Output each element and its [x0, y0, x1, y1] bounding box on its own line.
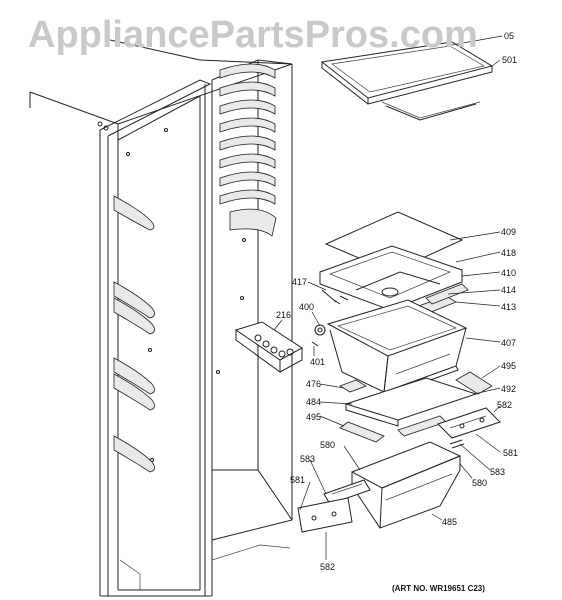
part-410-frame: [319, 245, 463, 311]
callout-400: 400: [299, 302, 315, 312]
callout-495-upper: 495: [501, 361, 517, 371]
part-583-clip-right: [449, 439, 465, 449]
callout-410: 410: [501, 268, 517, 278]
callout-484: 484: [306, 397, 322, 407]
callout-495-lower: 495: [306, 412, 322, 422]
part-417-screw: [321, 289, 341, 305]
callout-414: 414: [501, 285, 517, 295]
part-401-pin: [311, 341, 319, 347]
callout-407: 407: [501, 338, 517, 348]
callout-417: 417: [292, 277, 308, 287]
right-shelf-ridges: [219, 63, 277, 237]
cabinet-liner: [29, 39, 293, 597]
callout-492: 492: [501, 384, 517, 394]
left-shelf-rails: [113, 195, 155, 473]
callout-581-right: 581: [503, 448, 519, 458]
part-216-egg-tray: [234, 321, 303, 373]
callout-485: 485: [442, 517, 458, 527]
callout-583-right: 583: [490, 467, 506, 477]
callout-501: 501: [502, 55, 518, 65]
part-492-cover: [344, 377, 478, 427]
part-407-crisper-drawer: [326, 299, 468, 397]
callout-582-right: 582: [497, 400, 513, 410]
part-501-glass-shelf: [320, 41, 494, 121]
part-582-handle-right: [437, 407, 501, 439]
callout-418: 418: [501, 248, 517, 258]
callout-583-left: 583: [300, 454, 316, 464]
leader-lines: [273, 35, 503, 560]
callout-05: 05: [504, 31, 515, 41]
art-number: (ART NO. WR19651 C23): [392, 584, 485, 593]
callout-413: 413: [501, 302, 517, 312]
part-582-handle-left: [297, 497, 353, 533]
part-495-rail-b: [339, 421, 385, 443]
part-580-bracket-left: [323, 479, 371, 505]
callout-476: 476: [306, 379, 322, 389]
callout-401: 401: [310, 357, 326, 367]
part-400-knob: [314, 324, 326, 336]
watermark: AppliancePartsPros.com: [28, 14, 478, 56]
part-495-rail-a: [455, 371, 493, 395]
callout-216: 216: [276, 310, 292, 320]
part-485-pan: [350, 441, 462, 529]
part-484-slide: [397, 415, 447, 437]
callout-409: 409: [501, 227, 517, 237]
callout-580-top: 580: [320, 440, 336, 450]
part-476-rail: [339, 379, 367, 393]
callout-580-right: 580: [472, 478, 488, 488]
callout-581-left: 581: [290, 475, 306, 485]
callout-582-bottom: 582: [320, 562, 336, 572]
